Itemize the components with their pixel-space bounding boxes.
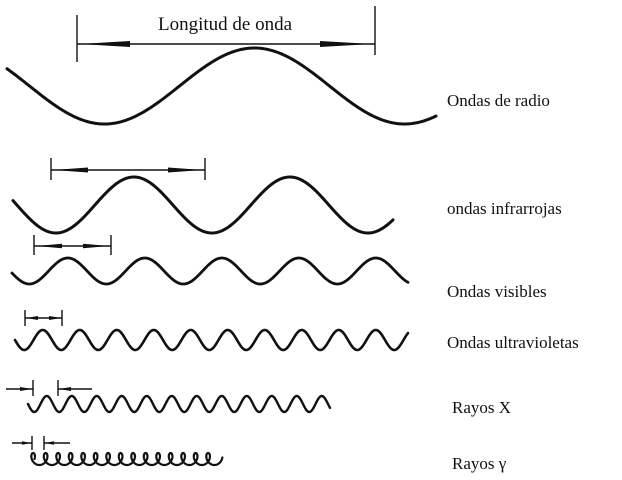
wavelength-indicator: Longitud de onda (76, 6, 376, 62)
ultraviolet-wave (13, 328, 410, 352)
ultraviolet-left-arrow (26, 316, 38, 320)
gamma-wave-label: Rayos γ (452, 454, 507, 473)
visible-left-arrow (36, 243, 62, 249)
ultraviolet-right-arrow (49, 316, 61, 320)
radio-wave (5, 46, 438, 126)
wavelength-left-arrow (80, 41, 130, 47)
wavelength-right-arrow (320, 41, 372, 47)
gamma-left-arrow (22, 441, 31, 445)
wavelength-title: Longitud de onda (158, 14, 293, 35)
visible-wave (10, 256, 410, 286)
gamma-wave-row: Rayos γ (12, 436, 507, 473)
gamma-wave (30, 451, 224, 467)
xray-wave (26, 394, 332, 414)
infrared-right-arrow (168, 167, 203, 173)
visible-wave-row: Ondas visibles (10, 235, 547, 301)
infrared-wave-row: ondas infrarrojas (11, 158, 562, 235)
radio-wave-label: Ondas de radio (447, 91, 550, 110)
infrared-wave (11, 175, 395, 235)
xray-left-arrow (20, 387, 32, 391)
xray-wave-row: Rayos X (6, 380, 511, 417)
xray-wave-label: Rayos X (452, 398, 511, 417)
visible-wave-label: Ondas visibles (447, 282, 547, 301)
ultraviolet-wave-label: Ondas ultravioletas (447, 333, 579, 352)
radio-wave-row: Ondas de radio (5, 46, 550, 126)
ultraviolet-wave-row: Ondas ultravioletas (13, 310, 579, 352)
visible-right-arrow (83, 243, 109, 249)
gamma-right-arrow (45, 441, 54, 445)
xray-right-arrow (59, 387, 71, 391)
infrared-wave-label: ondas infrarrojas (447, 199, 562, 218)
infrared-left-arrow (53, 167, 88, 173)
